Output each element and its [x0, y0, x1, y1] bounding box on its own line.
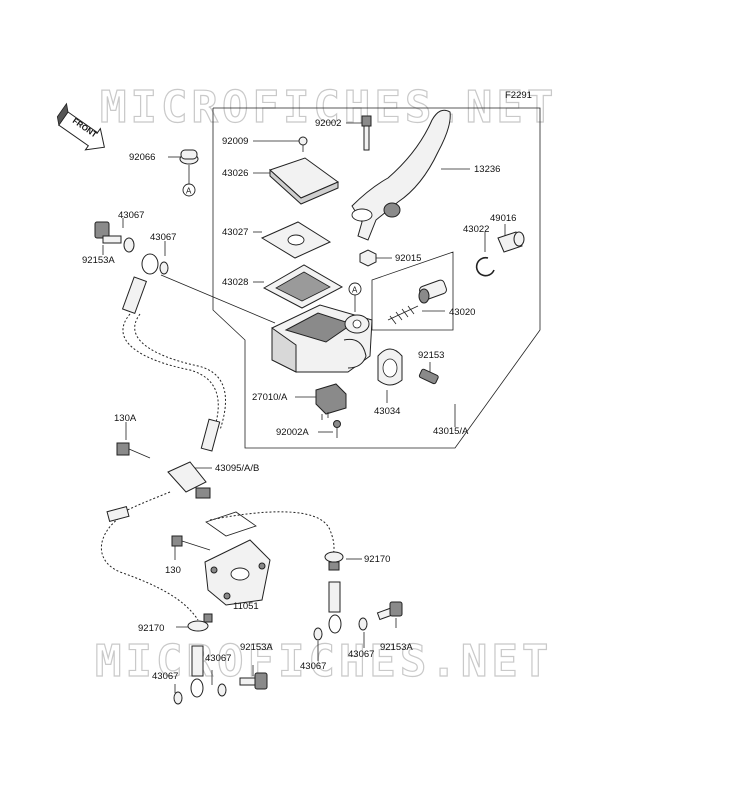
- label-49016: 49016: [490, 213, 516, 224]
- figure-code: F2291: [505, 90, 532, 101]
- callout-a-letter-2: A: [352, 286, 358, 295]
- label-43022: 43022: [463, 224, 489, 235]
- label-43027: 43027: [222, 227, 248, 238]
- caliper-fitting-left: [190, 645, 204, 698]
- nut-92015-part: [359, 249, 377, 267]
- label-43028: 43028: [222, 277, 248, 288]
- washer-left-a: [123, 237, 135, 253]
- label-43015a: 43015/A: [433, 426, 469, 437]
- lower-hose-fitting: [106, 505, 130, 523]
- diaphragm-plate-part: [260, 221, 332, 259]
- label-43020: 43020: [449, 307, 475, 318]
- label-92170-a: 92170: [364, 554, 390, 565]
- label-13236: 13236: [474, 164, 500, 175]
- label-92066: 92066: [129, 152, 155, 163]
- label-43067-d: 43067: [300, 661, 326, 672]
- watermark-bottom: MICROFICHES.NET: [95, 636, 552, 687]
- label-43067-b: 43067: [150, 232, 176, 243]
- caliper-fitting-right: [328, 581, 342, 634]
- label-27010a: 27010/A: [252, 392, 288, 403]
- pivot-bolt-part: [361, 115, 372, 151]
- lower-hose-left: [101, 515, 199, 621]
- switch-screw-part: [333, 420, 341, 438]
- upper-brake-hose: [122, 313, 219, 431]
- label-92153a-b: 92153A: [380, 642, 413, 653]
- bolt-130a-part: [116, 442, 151, 459]
- piston-kit-part: [371, 251, 454, 331]
- washer-left-d: [217, 683, 227, 697]
- hose-clamp-left-part: [187, 613, 213, 632]
- label-130: 130: [165, 565, 181, 576]
- hose-fitting-top: [121, 253, 159, 315]
- label-92153a-c: 92153A: [240, 642, 273, 653]
- label-43067-c: 43067: [205, 653, 231, 664]
- bolt-130-part: [171, 535, 211, 551]
- label-92015: 92015: [395, 253, 421, 264]
- label-11051: 11051: [233, 601, 259, 612]
- handlebar-clamp-part: [377, 348, 403, 386]
- upper-brake-hose-b: [134, 313, 227, 431]
- banjo-bolt-left-part: [94, 221, 122, 244]
- label-43067-e: 43067: [348, 649, 374, 660]
- dust-boot-part: [497, 231, 525, 253]
- label-130a: 130A: [114, 413, 137, 424]
- screw-92009-part: [298, 136, 308, 152]
- banjo-bolt-right-part: [376, 601, 403, 621]
- circlip-part: [475, 256, 495, 277]
- reservoir-cover-part: [269, 157, 340, 205]
- brake-lever-part: [351, 109, 451, 241]
- clamp-bolt-part: [418, 368, 439, 385]
- washer-right-a: [313, 627, 323, 641]
- hose-clamp-right-part: [324, 551, 344, 571]
- reservoir-cap-part: [179, 149, 199, 165]
- master-cylinder-body-part: [271, 304, 373, 373]
- label-92002-top: 92002: [315, 118, 341, 129]
- label-43067-f: 43067: [152, 671, 178, 682]
- washer-left-c: [173, 691, 183, 705]
- diaphragm-part: [262, 264, 344, 309]
- label-92170-b: 92170: [138, 623, 164, 634]
- assembly-boundary: [212, 107, 541, 449]
- hose-fitting-middle: [200, 418, 221, 452]
- banjo-bolt-bottom-part: [239, 672, 268, 690]
- label-43067-a: 43067: [118, 210, 144, 221]
- callout-a-marker-1: [182, 183, 196, 197]
- label-43034: 43034: [374, 406, 400, 417]
- washer-left-b: [159, 261, 169, 275]
- callout-a-letter-1: A: [186, 187, 192, 196]
- watermark-top: MICROFICHES.NET: [100, 82, 557, 133]
- hose-bracket-part: [204, 511, 271, 606]
- label-92002a: 92002A: [276, 427, 309, 438]
- label-43026: 43026: [222, 168, 248, 179]
- front-arrow-icon: [56, 102, 105, 151]
- label-92153a-a: 92153A: [82, 255, 115, 266]
- washer-right-b: [358, 617, 368, 631]
- three-way-joint-part: [167, 461, 211, 499]
- label-43095ab: 43095/A/B: [215, 463, 259, 474]
- brake-switch-part: [315, 383, 347, 420]
- label-92009: 92009: [222, 136, 248, 147]
- label-92153: 92153: [418, 350, 444, 361]
- leader-lines: [102, 122, 506, 693]
